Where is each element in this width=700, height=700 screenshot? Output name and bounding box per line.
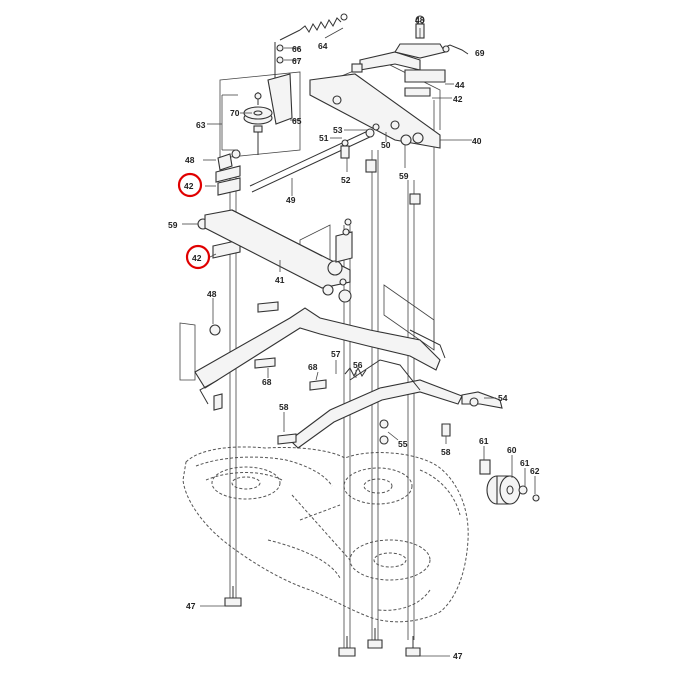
deck-bolts	[224, 586, 421, 657]
highlight-circles	[177, 172, 211, 270]
callout-50: 50	[381, 140, 391, 150]
left-bracket-stack	[197, 149, 241, 259]
callout-44: 44	[455, 80, 465, 90]
lower-lift-arms	[194, 301, 503, 449]
callout-65: 65	[292, 116, 302, 126]
callout-48-top: 48	[415, 15, 425, 25]
callout-59-left: 59	[168, 220, 178, 230]
callout-55: 55	[398, 439, 408, 449]
callout-68-right: 68	[308, 362, 318, 372]
callout-53: 53	[333, 125, 343, 135]
callout-61: 61	[479, 436, 489, 446]
callout-58-right: 58	[441, 447, 451, 457]
callout-68-left: 68	[262, 377, 272, 387]
callout-labels: 64 66 67 65 70 63 48 69 44 42 40 53 51 5…	[168, 15, 540, 661]
central-rods	[249, 120, 421, 205]
callout-58-left: 58	[279, 402, 289, 412]
highlight-circle-lower	[185, 244, 211, 270]
callout-67: 67	[292, 56, 302, 66]
upper-lift-assembly	[243, 13, 348, 155]
callout-59-right: 59	[399, 171, 409, 181]
callout-42-highlighted-lower: 42	[192, 253, 202, 263]
callout-47-left: 47	[186, 601, 196, 611]
callout-56: 56	[353, 360, 363, 370]
callout-40: 40	[472, 136, 482, 146]
callout-42-upper-right: 42	[453, 94, 463, 104]
callout-64: 64	[318, 41, 328, 51]
callout-54: 54	[498, 393, 508, 403]
callout-63: 63	[196, 120, 206, 130]
callout-61-right: 61	[520, 458, 530, 468]
callout-51: 51	[319, 133, 329, 143]
callout-62: 62	[530, 466, 540, 476]
callout-47-right: 47	[453, 651, 463, 661]
highlight-circle-upper	[177, 172, 203, 198]
callout-48-left: 48	[185, 155, 195, 165]
callout-41: 41	[275, 275, 285, 285]
mower-deck	[182, 446, 469, 623]
callout-49: 49	[286, 195, 296, 205]
callout-60: 60	[507, 445, 517, 455]
callout-66: 66	[292, 44, 302, 54]
callout-52: 52	[341, 175, 351, 185]
callout-42-highlighted-upper: 42	[184, 181, 194, 191]
callout-70: 70	[230, 108, 240, 118]
callout-69: 69	[475, 48, 485, 58]
anti-scalp-roller	[479, 459, 540, 505]
lift-shaft	[204, 209, 353, 303]
leader-lines	[182, 27, 536, 657]
callout-48-mid: 48	[207, 289, 217, 299]
callout-57: 57	[331, 349, 341, 359]
upper-right-linkage	[309, 15, 469, 149]
